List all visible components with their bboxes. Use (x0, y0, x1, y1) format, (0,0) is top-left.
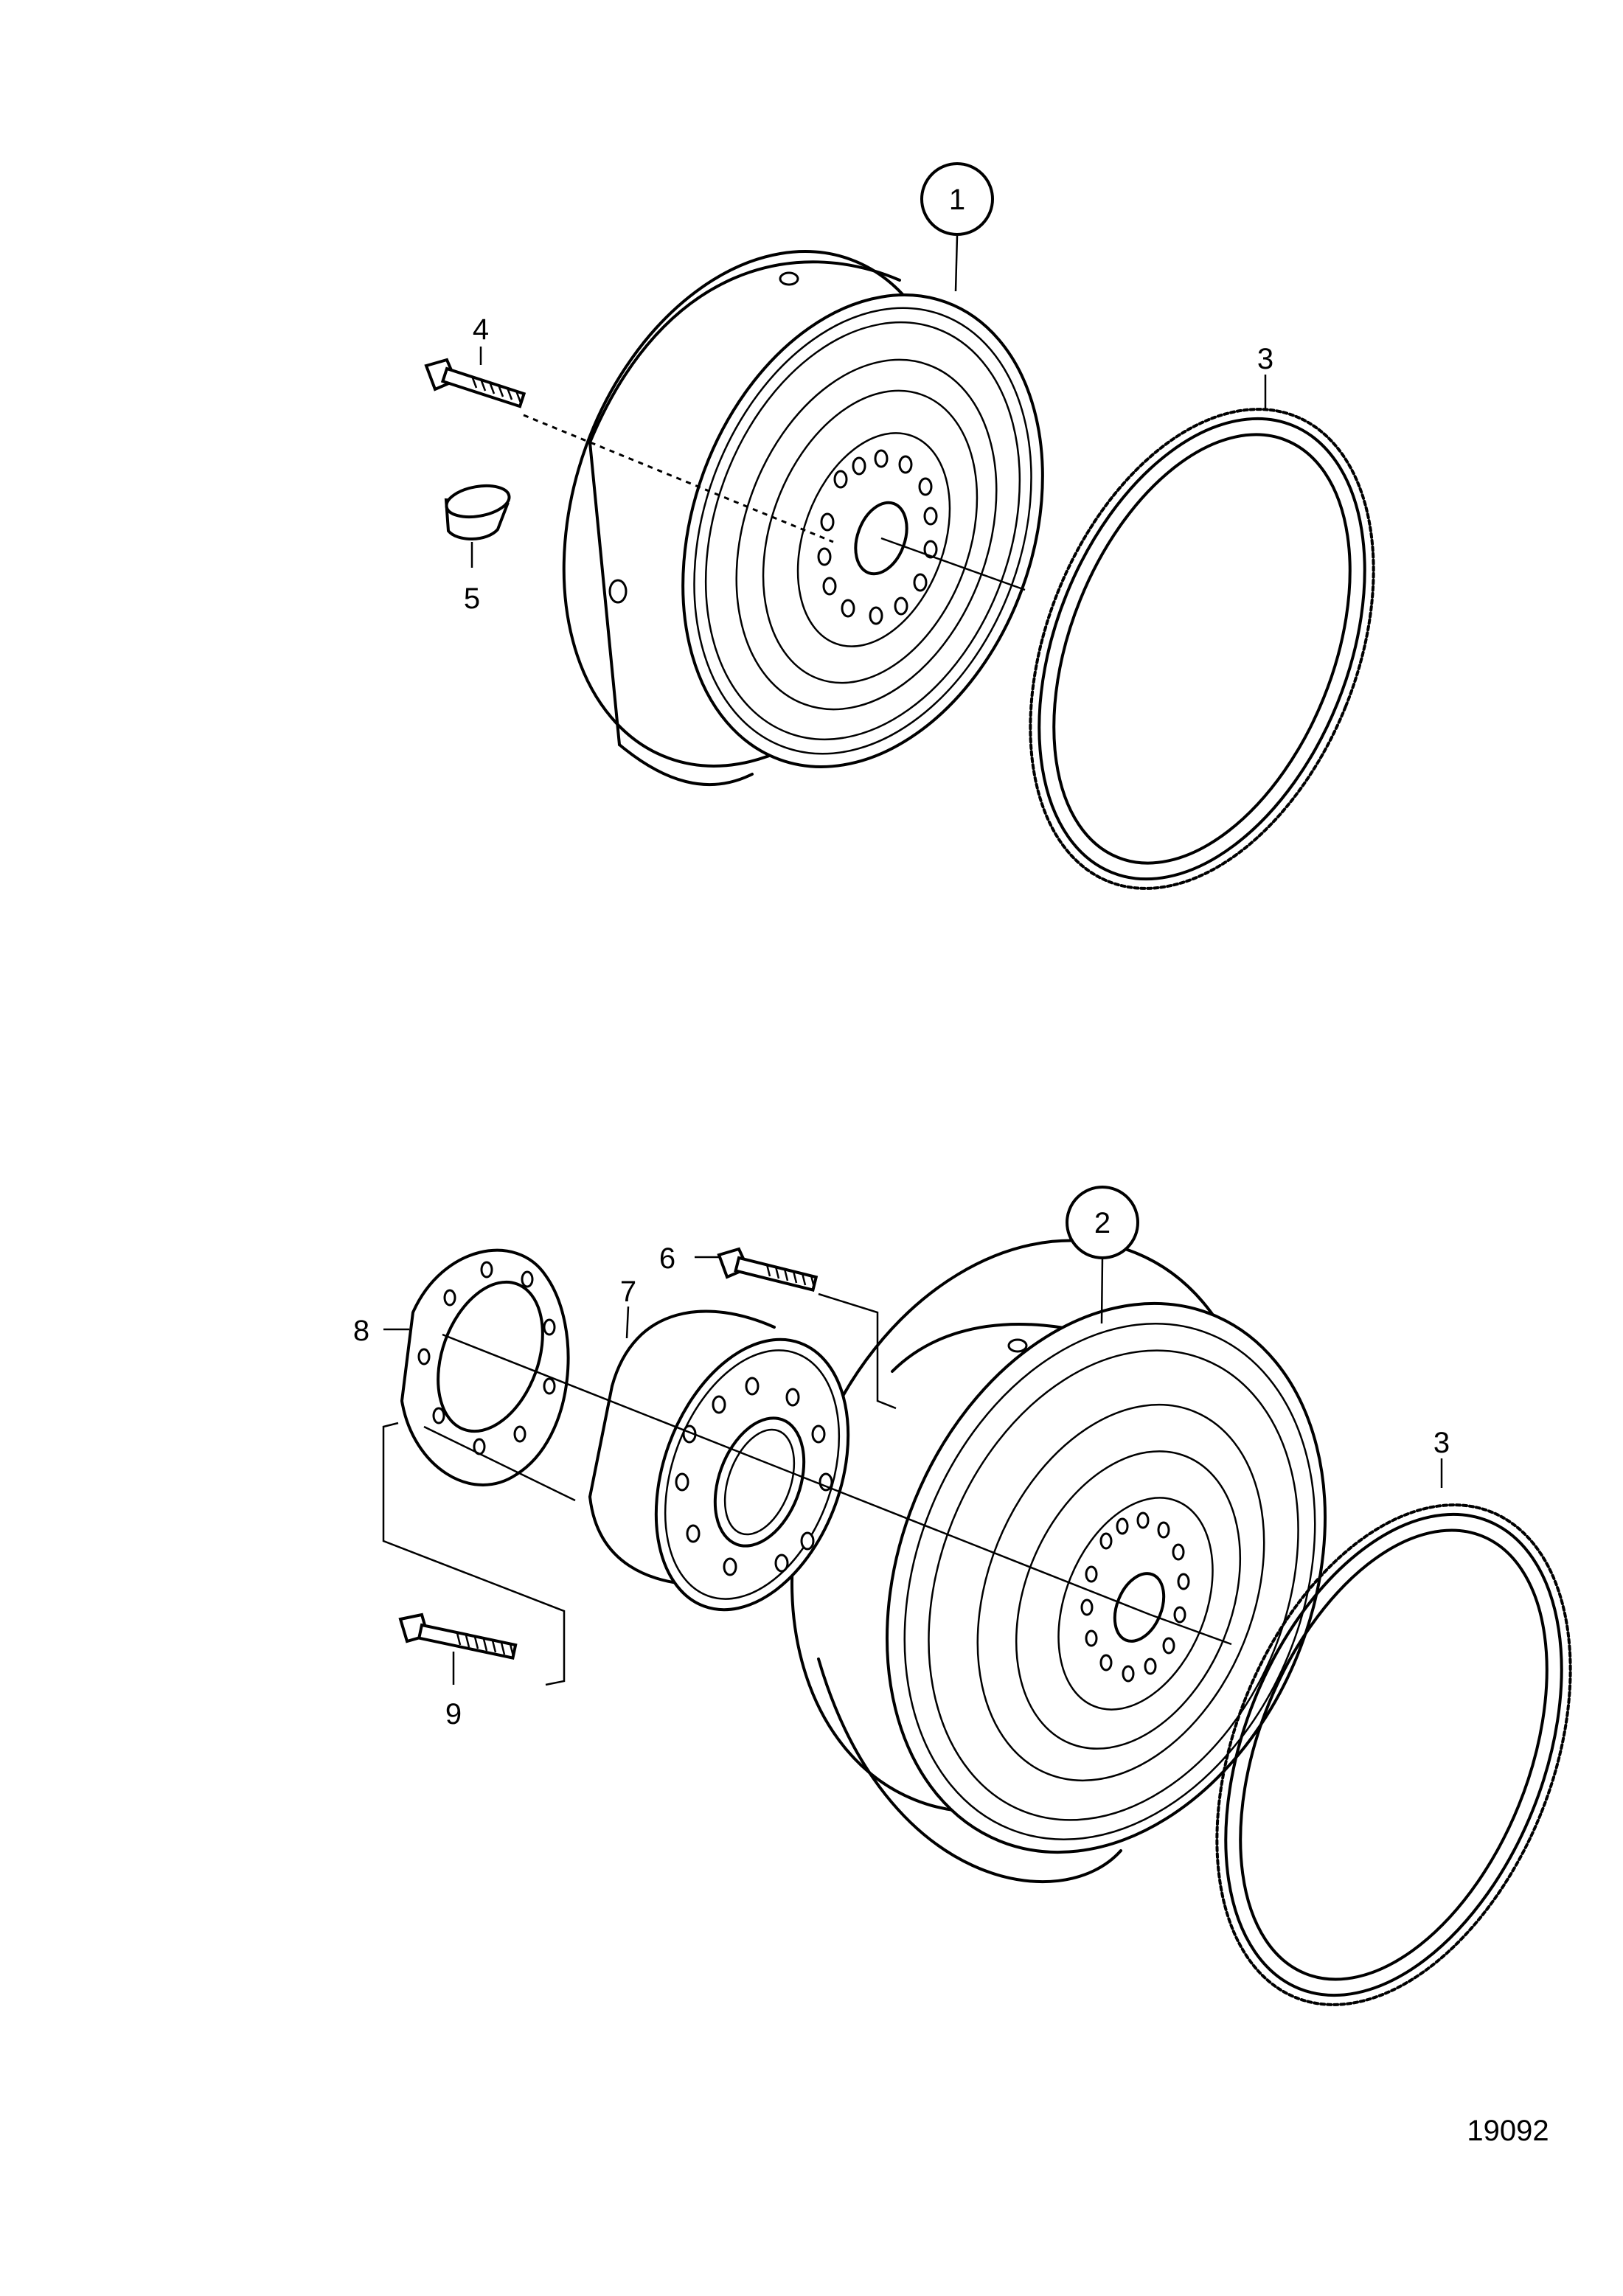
flywheel-1-bolt-holes (817, 449, 938, 625)
bolt-9 (398, 1613, 518, 1660)
callout-9-label: 9 (445, 1698, 462, 1730)
bolt-4 (424, 358, 526, 408)
callout-8-label: 8 (353, 1315, 369, 1347)
callout-1: 1 (920, 162, 994, 236)
ring-gear-3-top (1029, 408, 1375, 890)
flywheel-assembly-top (424, 235, 1375, 890)
callout-6-label: 6 (659, 1242, 675, 1275)
flywheel-assembly-bottom (382, 1239, 1572, 2006)
flywheel-1 (562, 250, 1044, 787)
bolt-6 (717, 1247, 819, 1293)
callout-4-label: 4 (473, 313, 489, 346)
plate-8 (400, 1248, 570, 1486)
flywheel-2 (790, 1239, 1327, 1884)
drawing-number: 19092 (1467, 2115, 1549, 2147)
bush-5 (444, 484, 511, 540)
callout-2: 2 (1066, 1186, 1139, 1259)
coupling-7 (588, 1309, 850, 1612)
callout-5-label: 5 (464, 582, 480, 615)
callout-1-label: 1 (949, 184, 965, 216)
flywheel-2-bolt-holes (1080, 1511, 1190, 1683)
callout-2-label: 2 (1094, 1207, 1111, 1239)
callout-3-top-label: 3 (1257, 343, 1273, 375)
callout-3-bottom-label: 3 (1433, 1427, 1450, 1459)
coupling-7-bolt-holes (675, 1377, 833, 1576)
callout-7-label: 7 (620, 1276, 636, 1308)
ring-gear-3-bottom (1215, 1503, 1572, 2006)
